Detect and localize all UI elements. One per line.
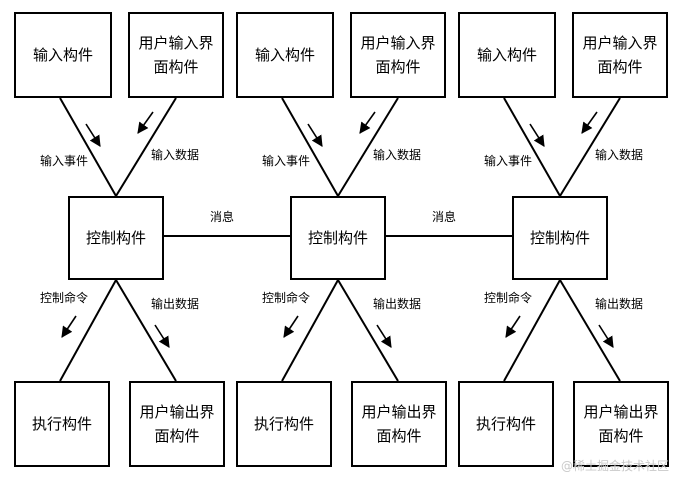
input-data-label-1: 输入数据 <box>151 148 200 162</box>
input-ui-component-box-2: 用户输入界面构件 <box>350 12 446 98</box>
input-ui-line-3 <box>559 97 621 197</box>
output-data-arrow-3 <box>598 324 614 348</box>
input-component-box-2-label: 输入构件 <box>254 46 315 64</box>
exec-component-box-1-label: 执行构件 <box>31 415 92 433</box>
exec-component-box-2: 执行构件 <box>236 381 332 467</box>
input-component-box-2: 输入构件 <box>236 12 334 98</box>
message-label-2: 消息 <box>432 210 457 224</box>
exec-line-2 <box>281 279 339 382</box>
output-ui-component-box-1: 用户输出界面构件 <box>129 381 225 467</box>
output-ui-component-box-3: 用户输出界面构件 <box>573 381 669 467</box>
output-data-arrow-1 <box>154 324 170 348</box>
input-ui-component-box-2-label: 用户输入界面构件 <box>360 34 436 76</box>
input-event-label-2: 输入事件 <box>262 154 311 168</box>
output-ui-line-1 <box>115 279 177 382</box>
input-data-label-3: 输入数据 <box>595 148 644 162</box>
output-data-label-3: 输出数据 <box>595 297 644 311</box>
input-component-box-3: 输入构件 <box>458 12 556 98</box>
output-ui-line-2 <box>337 279 399 382</box>
input-event-label-3: 输入事件 <box>484 154 533 168</box>
control-component-box-1: 控制构件 <box>68 196 164 280</box>
input-event-arrow-1 <box>85 123 101 147</box>
output-ui-component-box-2-label: 用户输出界面构件 <box>361 403 437 445</box>
output-data-label-1: 输出数据 <box>151 297 200 311</box>
output-ui-component-box-3-label: 用户输出界面构件 <box>583 403 659 445</box>
control-component-box-3-label: 控制构件 <box>529 229 590 247</box>
input-ui-line-2 <box>337 97 399 197</box>
input-event-label-1: 输入事件 <box>40 154 89 168</box>
input-component-box-1-label: 输入构件 <box>32 46 93 64</box>
control-component-box-2: 控制构件 <box>290 196 386 280</box>
input-data-arrow-3 <box>581 111 598 134</box>
input-ui-component-box-3-label: 用户输入界面构件 <box>582 34 658 76</box>
input-component-box-1: 输入构件 <box>14 12 112 98</box>
input-line-2 <box>281 97 339 197</box>
input-event-arrow-3 <box>529 123 545 147</box>
exec-line-1 <box>59 279 117 382</box>
control-command-arrow-2 <box>283 315 299 338</box>
exec-component-box-1: 执行构件 <box>14 381 110 467</box>
control-command-arrow-1 <box>61 315 77 338</box>
control-component-box-3: 控制构件 <box>512 196 608 280</box>
exec-component-box-2-label: 执行构件 <box>253 415 314 433</box>
output-ui-component-box-1-label: 用户输出界面构件 <box>139 403 215 445</box>
control-component-box-2-label: 控制构件 <box>307 229 368 247</box>
input-ui-component-box-1-label: 用户输入界面构件 <box>138 34 214 76</box>
output-ui-line-3 <box>559 279 621 382</box>
input-data-label-2: 输入数据 <box>373 148 422 162</box>
input-line-1 <box>59 97 117 197</box>
input-ui-component-box-3: 用户输入界面构件 <box>572 12 668 98</box>
input-component-box-3-label: 输入构件 <box>476 46 537 64</box>
watermark: @稀土掘金技术社区 <box>560 459 669 473</box>
output-data-arrow-2 <box>376 324 392 348</box>
control-command-label-3: 控制命令 <box>484 291 533 305</box>
input-ui-line-1 <box>115 97 177 197</box>
input-data-arrow-1 <box>137 111 154 134</box>
output-data-label-2: 输出数据 <box>373 297 422 311</box>
control-command-label-2: 控制命令 <box>262 291 311 305</box>
input-line-3 <box>503 97 561 197</box>
output-ui-component-box-2: 用户输出界面构件 <box>351 381 447 467</box>
control-component-box-1-label: 控制构件 <box>85 229 146 247</box>
input-ui-component-box-1: 用户输入界面构件 <box>128 12 224 98</box>
input-data-arrow-2 <box>359 111 376 134</box>
exec-component-box-3: 执行构件 <box>458 381 554 467</box>
exec-line-3 <box>503 279 561 382</box>
exec-component-box-3-label: 执行构件 <box>475 415 536 433</box>
input-event-arrow-2 <box>307 123 323 147</box>
control-command-arrow-3 <box>505 315 521 338</box>
message-label-1: 消息 <box>210 210 235 224</box>
control-command-label-1: 控制命令 <box>40 291 89 305</box>
